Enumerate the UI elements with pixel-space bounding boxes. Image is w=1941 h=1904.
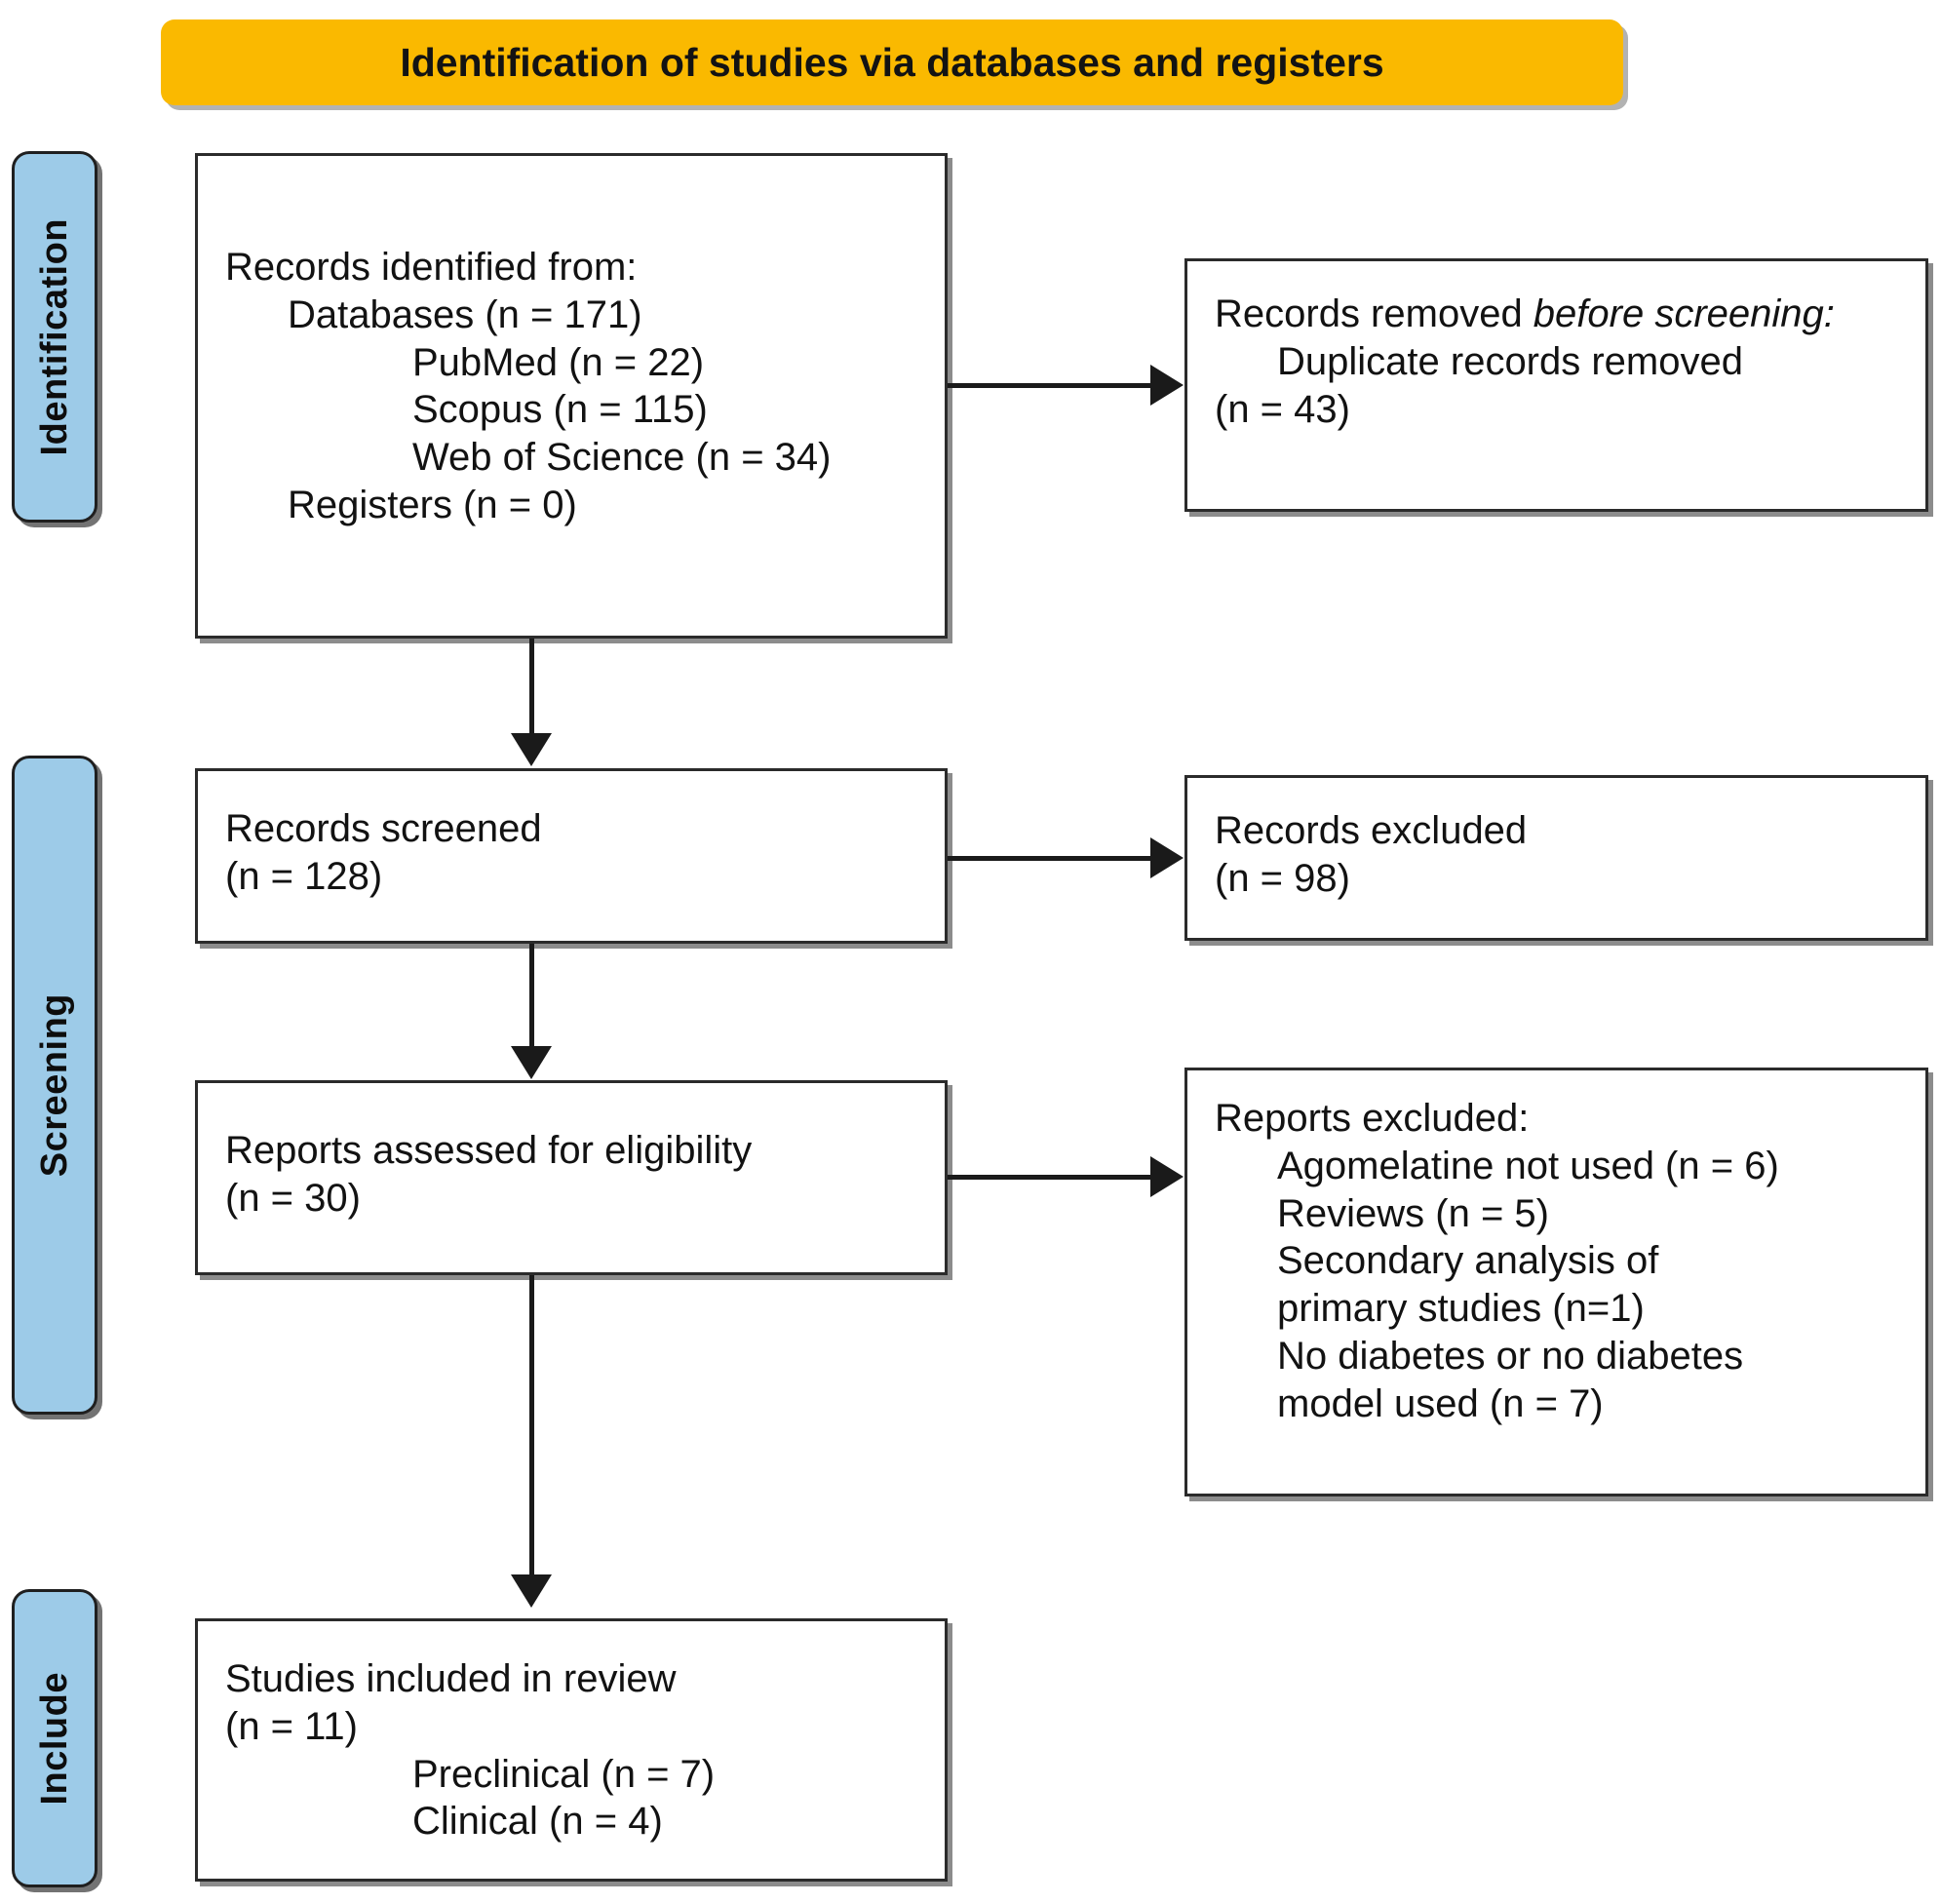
connector-assessed-to-reports-excluded-arrow xyxy=(1150,1156,1184,1197)
reports-excluded-agomelatine: Agomelatine not used (n = 6) xyxy=(1277,1144,1779,1187)
records-removed-heading-plain: Records removed xyxy=(1215,292,1533,335)
box-records-removed-text: Records removed before screening: Duplica… xyxy=(1215,291,1916,433)
studies-included-heading: Studies included in review xyxy=(225,1657,677,1700)
records-removed-heading-italic: before screening xyxy=(1533,292,1824,335)
box-records-identified-text: Records identified from:Databases (n = 1… xyxy=(225,244,935,529)
connector-screened-to-excluded-line xyxy=(948,856,1150,861)
connector-identified-to-screened-arrow xyxy=(511,733,552,766)
reports-assessed-count: (n = 30) xyxy=(225,1176,361,1220)
records-excluded-count: (n = 98) xyxy=(1215,856,1350,900)
connector-screened-to-assessed-line xyxy=(529,944,534,1049)
phase-bar-identification: Identification xyxy=(12,151,97,523)
connector-screened-to-excluded-arrow xyxy=(1150,837,1184,878)
reports-excluded-secondary-line2: primary studies (n=1) xyxy=(1277,1287,1645,1331)
box-studies-included: Studies included in review(n = 11) Precli… xyxy=(195,1618,948,1882)
records-identified-databases: Databases (n = 171) xyxy=(288,292,642,336)
studies-included-count: (n = 11) xyxy=(225,1704,358,1748)
box-records-excluded: Records excluded(n = 98) xyxy=(1184,775,1928,941)
records-screened-heading: Records screened xyxy=(225,807,542,850)
box-reports-assessed-text: Reports assessed for eligibility(n = 30) xyxy=(225,1127,935,1223)
connector-assessed-to-included-arrow xyxy=(511,1574,552,1608)
records-removed-duplicates: Duplicate records removed xyxy=(1277,339,1743,383)
records-identified-scopus: Scopus (n = 115) xyxy=(412,388,708,432)
banner-title: Identification of studies via databases … xyxy=(400,39,1384,85)
records-removed-heading-colon: : xyxy=(1823,292,1835,335)
box-records-identified: Records identified from:Databases (n = 1… xyxy=(195,153,948,639)
records-identified-pubmed: PubMed (n = 22) xyxy=(412,340,705,384)
records-identified-heading: Records identified from: xyxy=(225,246,638,289)
box-studies-included-text: Studies included in review(n = 11) Precli… xyxy=(225,1655,935,1846)
phase-label-screening: Screening xyxy=(33,992,75,1178)
connector-assessed-to-included-line xyxy=(529,1275,534,1577)
studies-included-preclinical: Preclinical (n = 7) xyxy=(412,1752,716,1796)
reports-excluded-nodiabetes-line2: model used (n = 7) xyxy=(1277,1381,1604,1425)
reports-excluded-reviews: Reviews (n = 5) xyxy=(1277,1191,1549,1235)
studies-included-clinical: Clinical (n = 4) xyxy=(412,1800,663,1844)
box-records-screened-text: Records screened(n = 128) xyxy=(225,805,935,901)
reports-excluded-secondary-line1: Secondary analysis of xyxy=(1277,1239,1659,1283)
connector-assessed-to-reports-excluded-line xyxy=(948,1175,1150,1180)
phase-label-include: Include xyxy=(33,1671,75,1806)
connector-identified-to-removed-line xyxy=(948,383,1150,388)
connector-identified-to-screened-line xyxy=(529,639,534,736)
box-reports-assessed: Reports assessed for eligibility(n = 30) xyxy=(195,1080,948,1275)
box-reports-excluded-text: Reports excluded:Agomelatine not used (n… xyxy=(1215,1095,1916,1428)
box-records-screened: Records screened(n = 128) xyxy=(195,768,948,944)
reports-excluded-heading: Reports excluded: xyxy=(1215,1097,1530,1140)
box-records-removed: Records removed before screening: Duplica… xyxy=(1184,258,1928,512)
phase-label-identification: Identification xyxy=(33,217,75,456)
banner-identification-header: Identification of studies via databases … xyxy=(161,19,1623,105)
connector-identified-to-removed-arrow xyxy=(1150,365,1184,406)
phase-bar-screening: Screening xyxy=(12,756,97,1415)
reports-excluded-nodiabetes-line1: No diabetes or no diabetes xyxy=(1277,1334,1744,1378)
box-records-excluded-text: Records excluded(n = 98) xyxy=(1215,807,1916,903)
records-identified-wos: Web of Science (n = 34) xyxy=(412,436,832,480)
records-excluded-heading: Records excluded xyxy=(1215,809,1528,852)
box-reports-excluded: Reports excluded:Agomelatine not used (n… xyxy=(1184,1068,1928,1496)
records-removed-count: (n = 43) xyxy=(1215,387,1350,431)
phase-bar-include: Include xyxy=(12,1589,97,1887)
records-screened-count: (n = 128) xyxy=(225,854,383,898)
connector-screened-to-assessed-arrow xyxy=(511,1046,552,1079)
records-identified-registers: Registers (n = 0) xyxy=(288,483,577,526)
reports-assessed-heading: Reports assessed for eligibility xyxy=(225,1129,753,1172)
